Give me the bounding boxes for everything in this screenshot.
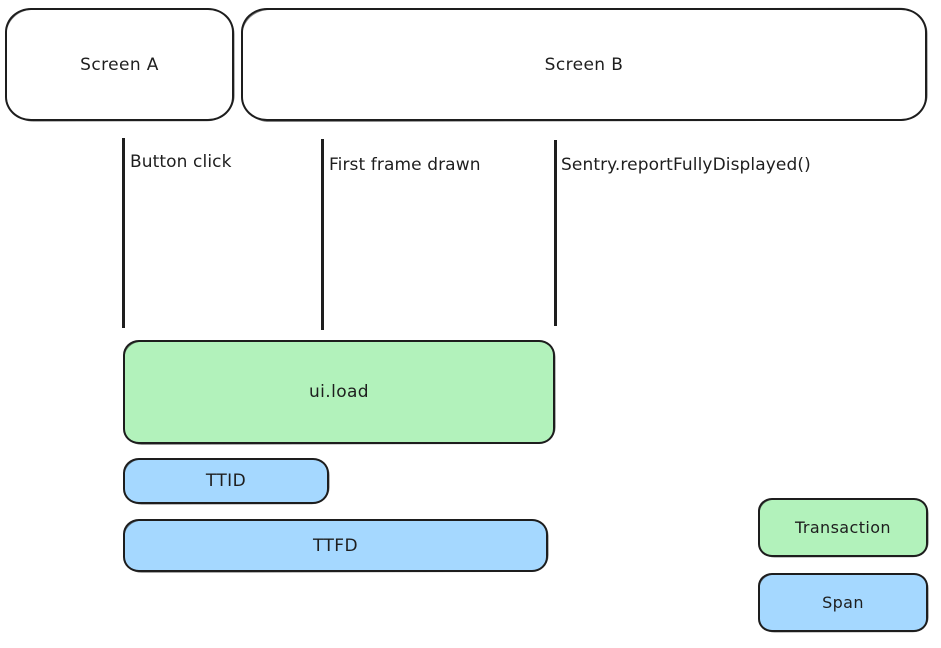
bar-ttfd-label: TTFD	[313, 535, 358, 556]
event-line-first-frame-drawn	[321, 139, 324, 330]
bar-ui-load[interactable]: ui.load	[123, 340, 555, 444]
legend-transaction-label: Transaction	[795, 518, 891, 537]
event-label-button-click: Button click	[130, 152, 232, 172]
bar-ttfd[interactable]: TTFD	[123, 519, 548, 572]
event-label-first-frame-drawn: First frame drawn	[329, 155, 481, 175]
legend-span-label: Span	[822, 593, 864, 612]
bar-ui-load-label: ui.load	[308, 382, 370, 402]
screen-a-box[interactable]: Screen A	[5, 8, 234, 121]
event-line-report-fully-displayed	[554, 140, 557, 326]
screen-b-box[interactable]: Screen B	[241, 8, 927, 121]
bar-ttid[interactable]: TTID	[123, 458, 329, 504]
event-line-button-click	[122, 138, 125, 328]
bar-ttid-label: TTID	[205, 471, 247, 491]
legend-transaction[interactable]: Transaction	[758, 498, 928, 557]
screen-b-label: Screen B	[544, 54, 624, 75]
legend-span[interactable]: Span	[758, 573, 928, 632]
screen-a-label: Screen A	[80, 54, 159, 75]
event-label-report-fully-displayed: Sentry.reportFullyDisplayed()	[561, 155, 811, 175]
